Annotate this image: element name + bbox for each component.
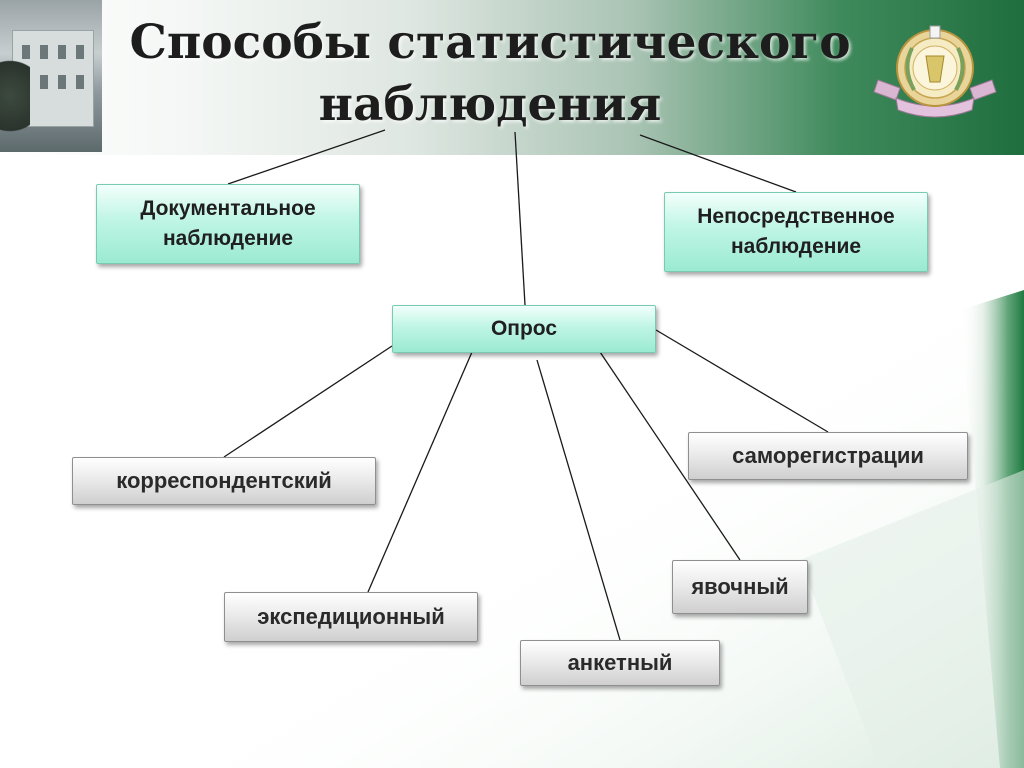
window <box>40 75 48 89</box>
title-line-2: наблюдения <box>318 77 662 132</box>
edge-survey-correspondent <box>223 345 393 458</box>
page-title: Способы статистического наблюдения <box>0 12 980 136</box>
node-questionnaire: анкетный <box>520 640 720 686</box>
edge-title-direct <box>639 134 797 193</box>
edge-title-documentary <box>227 129 386 185</box>
building-photo <box>0 0 102 152</box>
edge-survey-self-registration <box>655 329 829 433</box>
node-survey: Опрос <box>392 305 656 353</box>
node-correspondent: корреспондентский <box>72 457 376 505</box>
university-emblem-icon <box>873 25 997 118</box>
window <box>40 45 48 59</box>
node-expeditionary: экспедиционный <box>224 592 478 642</box>
node-documentary: Документальное наблюдение <box>96 184 360 264</box>
edge-survey-expeditionary <box>367 351 473 593</box>
header-band <box>0 0 1024 155</box>
edge-survey-questionnaire <box>536 359 621 641</box>
window <box>76 75 84 89</box>
edge-title-survey <box>514 131 526 306</box>
window <box>58 75 66 89</box>
window <box>76 45 84 59</box>
window <box>58 45 66 59</box>
edge-survey-attendance <box>599 351 741 561</box>
node-direct: Непосредственное наблюдение <box>664 192 928 272</box>
node-attendance: явочный <box>672 560 808 614</box>
tree-shape <box>0 60 30 150</box>
window <box>22 45 30 59</box>
title-line-1: Способы статистического <box>129 15 851 70</box>
node-self-registration: саморегистрации <box>688 432 968 480</box>
